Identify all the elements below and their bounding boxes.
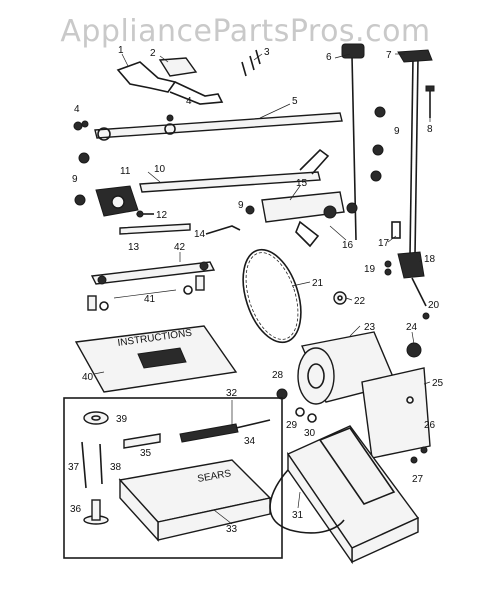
watermark: AppliancePartsPros.com <box>60 14 431 49</box>
callout-2: 2 <box>150 48 156 59</box>
callout-5: 5 <box>292 96 298 107</box>
part-13-strip <box>119 223 191 235</box>
callout-17: 17 <box>378 238 390 249</box>
part-21-belt <box>242 248 302 344</box>
part-7-rod <box>397 49 433 256</box>
callout-15: 15 <box>296 178 308 189</box>
part-24-pulley <box>406 342 422 358</box>
part-22-nut <box>333 291 347 305</box>
part-37-38-needles <box>81 441 103 489</box>
callout-20: 20 <box>428 300 440 311</box>
callout-25: 25 <box>432 378 444 389</box>
part-40-manual: INSTRUCTIONS <box>74 325 238 393</box>
part-15-16-assembly <box>261 191 358 248</box>
callout-36: 36 <box>70 504 82 515</box>
callout-32: 32 <box>226 388 238 399</box>
callout-21: 21 <box>312 278 324 289</box>
callout-10: 10 <box>154 164 166 175</box>
callout-23: 23 <box>364 322 376 333</box>
callout-3: 3 <box>264 47 270 58</box>
callout-labels: 1 2 3 4 4 5 6 7 8 9 9 10 11 12 13 14 15 … <box>68 45 444 535</box>
part-28-29-30-hardware <box>276 388 317 423</box>
callout-33: 33 <box>226 524 238 535</box>
callout-26: 26 <box>424 420 436 431</box>
callout-9b: 9 <box>72 174 78 185</box>
callout-30: 30 <box>304 428 316 439</box>
callout-29: 29 <box>286 420 298 431</box>
part-34-screwdriver <box>179 419 271 443</box>
part-8-pin <box>425 85 435 118</box>
part-31-foot-control <box>269 425 420 565</box>
callout-24: 24 <box>406 322 418 333</box>
callout-38: 38 <box>110 462 122 473</box>
callout-12: 12 <box>156 210 168 221</box>
callout-11: 11 <box>120 166 131 177</box>
part-9-fittings <box>74 106 386 215</box>
part-10-shaft <box>139 148 330 193</box>
callout-1: 1 <box>118 45 124 56</box>
part-41-hardware <box>87 275 205 311</box>
part-39-bobbin <box>83 411 109 425</box>
callout-28: 28 <box>272 370 284 381</box>
callout-31: 31 <box>292 510 304 521</box>
callout-22: 22 <box>354 296 366 307</box>
callout-39: 39 <box>116 414 128 425</box>
part-2-bracket <box>158 57 198 77</box>
part-35-tool <box>123 433 161 449</box>
callout-34: 34 <box>244 436 256 447</box>
callout-42: 42 <box>174 242 186 253</box>
callout-4b: 4 <box>186 96 192 107</box>
callout-9a: 9 <box>394 126 400 137</box>
part-33-case: SEARS <box>118 459 272 542</box>
callout-14: 14 <box>194 229 206 240</box>
callout-9c: 9 <box>238 200 244 211</box>
callout-19: 19 <box>364 264 376 275</box>
part-11-crank <box>95 185 139 217</box>
callout-40: 40 <box>82 372 94 383</box>
part-20-screw <box>422 312 430 320</box>
part-18-bracket <box>397 251 427 307</box>
part-1-lever <box>116 61 224 105</box>
part-3-screws <box>241 49 261 77</box>
part-36-spool-pin <box>83 499 109 525</box>
callout-37: 37 <box>68 462 80 473</box>
part-26-27-screws <box>410 446 428 464</box>
callout-35: 35 <box>140 448 152 459</box>
callout-4a: 4 <box>74 104 80 115</box>
part-4-fittings <box>73 114 174 131</box>
callout-7: 7 <box>386 50 392 61</box>
callout-41: 41 <box>144 294 156 305</box>
part-42-bar <box>90 261 216 285</box>
callout-27: 27 <box>412 474 424 485</box>
part-25-bracket <box>361 367 431 459</box>
callout-6: 6 <box>326 52 332 63</box>
callout-18: 18 <box>424 254 436 265</box>
callout-16: 16 <box>342 240 354 251</box>
callout-8: 8 <box>427 124 433 135</box>
part-14-wire <box>205 225 241 235</box>
part-5-main-shaft <box>94 112 343 141</box>
part-17-clip <box>391 221 401 239</box>
leader-lines <box>93 53 431 525</box>
part-19-screws <box>384 260 392 276</box>
callout-13: 13 <box>128 242 140 253</box>
